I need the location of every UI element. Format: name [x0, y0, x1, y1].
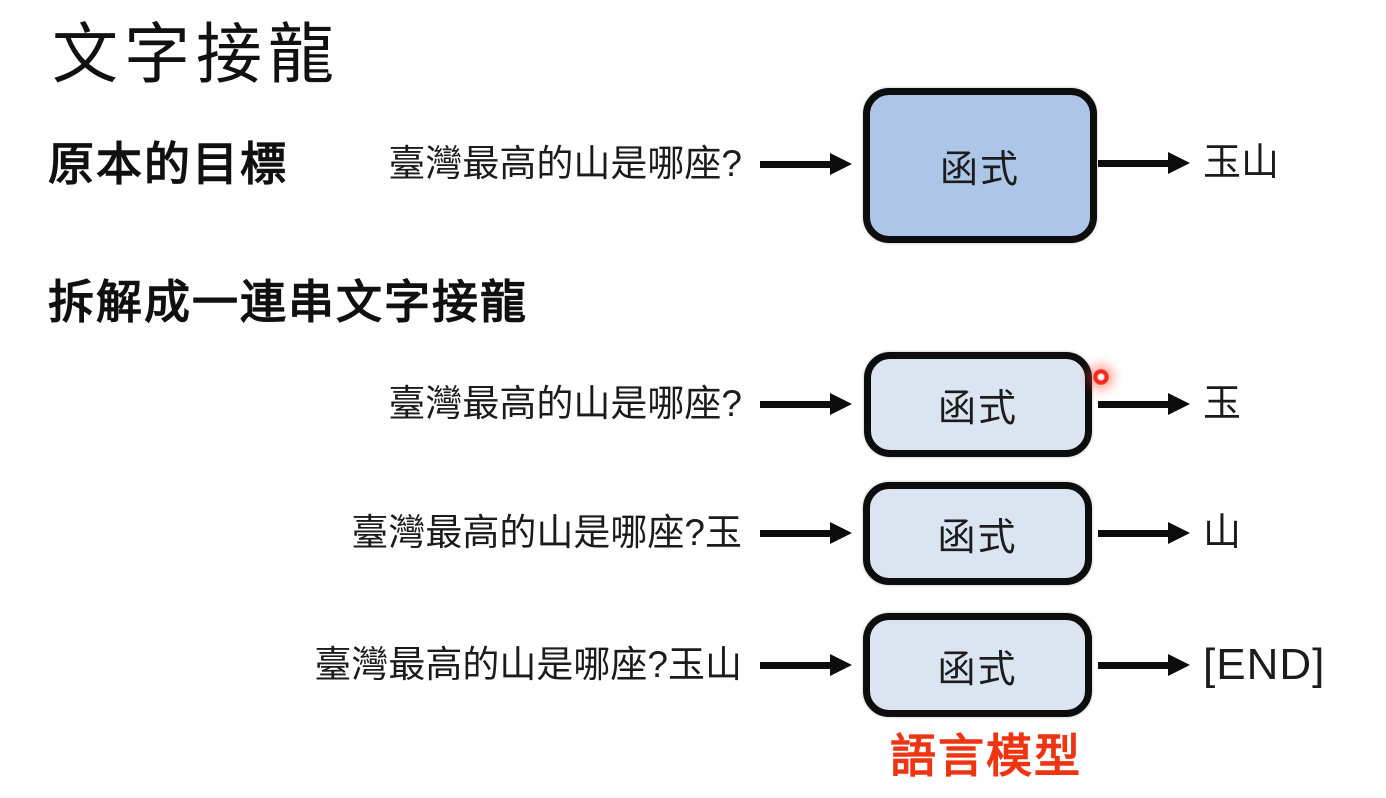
function-box-label: 函式 [937, 648, 1018, 691]
goal-output-text: 玉山 [1203, 142, 1280, 184]
arrow-head [1168, 654, 1190, 676]
arrow-head [830, 654, 852, 676]
laser-pointer-icon [1093, 369, 1109, 385]
function-box-goal: 函式 [863, 88, 1097, 243]
language-model-label: 語言模型 [890, 730, 1082, 782]
arrow-right-icon [1098, 654, 1190, 676]
function-box-label: 函式 [937, 388, 1018, 430]
arrow-right-icon [1098, 152, 1190, 174]
chain-row-output: [END] [1203, 640, 1326, 689]
section-heading-decompose: 拆解成一連串文字接龍 [48, 276, 528, 328]
arrow-right-icon [1098, 522, 1190, 544]
arrow-shaft [760, 661, 832, 669]
arrow-right-icon [760, 393, 852, 415]
arrow-shaft [1098, 661, 1170, 669]
function-box-label: 函式 [939, 149, 1020, 191]
arrow-shaft [1098, 529, 1170, 537]
arrow-shaft [1098, 159, 1170, 167]
arrow-head [1168, 393, 1190, 415]
arrow-shaft [1098, 400, 1170, 408]
function-box-chain: 函式 [863, 482, 1092, 585]
function-box-chain: 函式 [864, 352, 1092, 457]
arrow-head [1168, 152, 1190, 174]
slide-title: 文字接龍 [52, 17, 340, 91]
arrow-head [830, 153, 852, 175]
goal-input-text: 臺灣最高的山是哪座? [388, 143, 742, 184]
function-box-chain: 函式 [863, 613, 1092, 717]
arrow-head [830, 393, 852, 415]
arrow-shaft [760, 160, 832, 168]
arrow-right-icon [760, 153, 852, 175]
arrow-shaft [760, 400, 832, 408]
arrow-right-icon [760, 522, 852, 544]
arrow-right-icon [1098, 393, 1190, 415]
chain-row-output: 山 [1203, 512, 1242, 554]
arrow-head [1168, 522, 1190, 544]
section-heading-original-goal: 原本的目標 [48, 138, 288, 190]
arrow-right-icon [760, 654, 852, 676]
function-box-label: 函式 [937, 517, 1018, 559]
arrow-head [830, 522, 852, 544]
chain-row-input: 臺灣最高的山是哪座?玉山 [314, 644, 742, 685]
chain-row-input: 臺灣最高的山是哪座?玉 [351, 512, 742, 553]
chain-row-input: 臺灣最高的山是哪座? [388, 383, 742, 424]
arrow-shaft [760, 529, 832, 537]
chain-row-output: 玉 [1203, 383, 1242, 425]
